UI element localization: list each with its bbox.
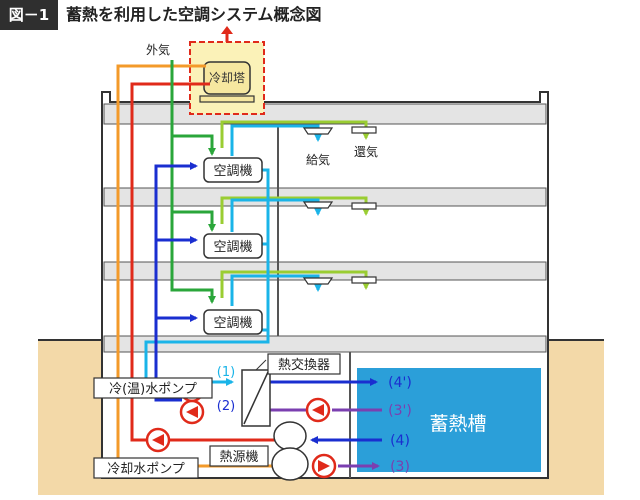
- heat-exchanger: [241, 359, 271, 427]
- chilled-water-supply-pipe: [154, 162, 382, 444]
- outside-air-duct: [170, 60, 216, 304]
- heat-source-machine: [271, 421, 309, 481]
- ahu-middle: 空調機: [203, 233, 263, 259]
- chw-pump-label-box: 冷(温)水ポンプ: [93, 377, 213, 399]
- heat-exchanger-label-box: 熱交換器: [267, 353, 341, 375]
- return-grilles: [351, 126, 377, 284]
- heat-source-label: 熱源機: [219, 450, 258, 465]
- storage-tank-label: 蓄熱槽: [429, 413, 486, 435]
- flow-label-3p: (3'): [388, 403, 412, 419]
- figure-title: 蓄熱を利用した空調システム概念図: [66, 5, 322, 24]
- cw-pump-label-box: 冷却水ポンプ: [93, 457, 199, 479]
- flow-label-4p: (4'): [388, 375, 412, 391]
- chw-pump-label: 冷(温)水ポンプ: [109, 382, 197, 397]
- supply-air-label: 給気: [306, 152, 330, 167]
- pump-storage: [305, 397, 331, 423]
- pump-chw-2: [179, 399, 205, 425]
- pump-heat-source: [311, 453, 337, 479]
- return-air-label: 還気: [354, 144, 378, 159]
- ahu-bottom-label: 空調機: [213, 316, 252, 331]
- flow-label-4: (4): [390, 433, 410, 449]
- pump-condenser: [145, 427, 171, 453]
- cw-pump-label: 冷却水ポンプ: [107, 462, 185, 477]
- supply-diffusers: [302, 127, 334, 285]
- thermal-storage-tank: [357, 368, 541, 472]
- condenser-return-pipe: [116, 64, 282, 468]
- ahu-bottom: 空調機: [203, 309, 263, 335]
- ahu-top-label: 空調機: [213, 164, 252, 179]
- flow-label-1: (1): [217, 365, 235, 380]
- flow-label-3: (3): [390, 459, 410, 475]
- ahu-middle-label: 空調機: [213, 240, 252, 255]
- flow-label-2: (2): [217, 399, 235, 414]
- heat-exchanger-label: 熱交換器: [278, 357, 330, 373]
- cooling-tower-label: 冷却塔: [209, 71, 245, 85]
- outside-air-label: 外気: [146, 42, 170, 57]
- figure-badge: 図－1: [0, 0, 58, 30]
- cooling-tower: [189, 26, 265, 115]
- heat-source-label-box: 熱源機: [209, 445, 269, 467]
- ahu-top: 空調機: [203, 157, 263, 183]
